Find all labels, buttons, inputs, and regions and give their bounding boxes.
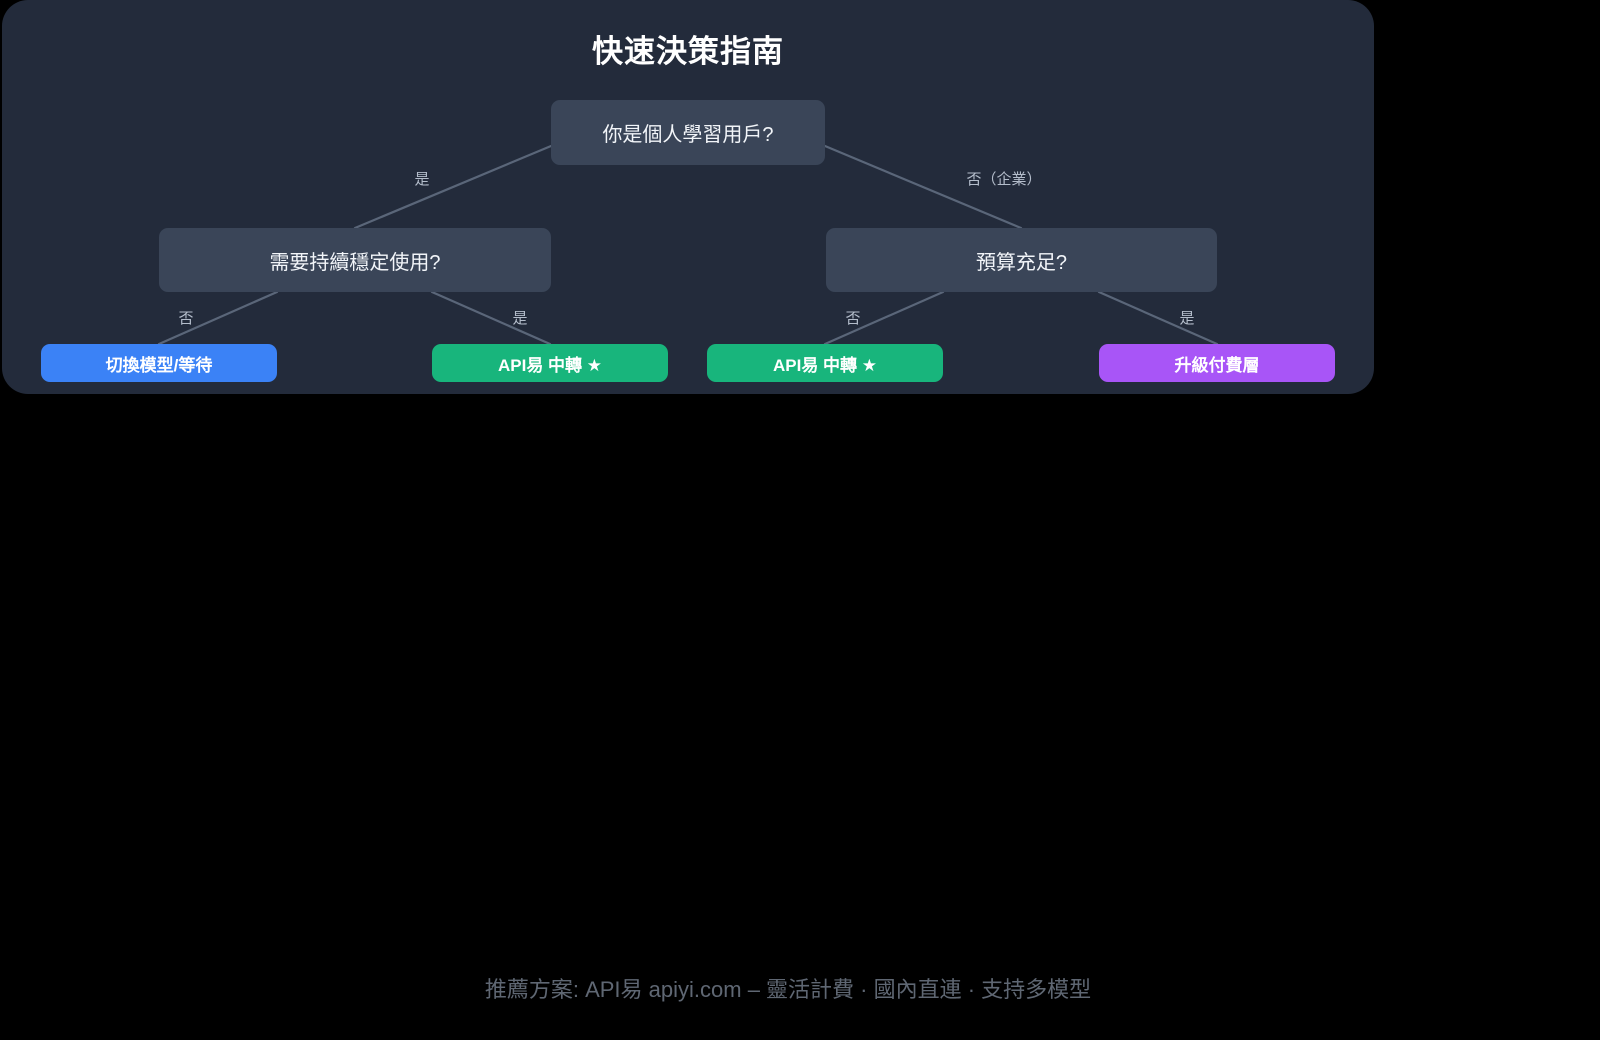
outcome-node-apiyi-relay-right[interactable]: API易 中轉 ★ [707,344,943,382]
edge-label-stable-usage-yes: 是 [512,310,528,327]
page-title: 快速決策指南 [592,34,784,69]
edge-label-stable-usage-no: 否 [178,310,194,327]
edge-personal-to-switch [157,290,279,346]
outcome-node-switch-model[interactable]: 切換模型/等待 [41,344,277,382]
outcome-node-switch-model-label: 切換模型/等待 [105,355,213,375]
decision-node-budget-label: 預算充足? [975,251,1068,274]
edge-label-root-no: 否（企業） [966,171,1042,188]
edge-label-root-yes: 是 [414,171,430,188]
outcome-node-apiyi-relay-right-label: API易 中轉 ★ [772,355,878,375]
outcome-node-upgrade-tier-label: 升級付費層 [1174,355,1260,375]
footer-recommendation-note: 推薦方案: API易 apiyi.com – 靈活計費 · 國內直連 · 支持多… [484,977,1092,1002]
decision-node-root-label: 你是個人學習用戶? [602,124,774,146]
edge-label-budget-no: 否 [845,310,861,327]
edge-budget-to-upgrade [1097,290,1219,346]
edge-budget-to-relay-b [823,290,945,346]
edge-connector-layer [157,144,1219,346]
decision-node-budget[interactable]: 預算充足? [826,228,1217,292]
edge-personal-to-relay-a [430,290,552,346]
outcome-node-upgrade-tier[interactable]: 升級付費層 [1099,344,1335,382]
outcome-node-apiyi-relay-left[interactable]: API易 中轉 ★ [432,344,668,382]
decision-node-stable-usage-label: 需要持續穩定使用? [269,251,441,274]
edge-label-budget-yes: 是 [1179,310,1195,327]
outcome-node-apiyi-relay-left-label: API易 中轉 ★ [497,355,603,375]
edge-root-to-personal [353,144,553,230]
edge-root-to-budget [823,144,1023,230]
decision-guide-card: 快速決策指南 你是個人學習用戶? 需要持續穩定使用? [2,0,1374,394]
decision-node-stable-usage[interactable]: 需要持續穩定使用? [159,228,551,292]
decision-node-root[interactable]: 你是個人學習用戶? [551,100,825,165]
